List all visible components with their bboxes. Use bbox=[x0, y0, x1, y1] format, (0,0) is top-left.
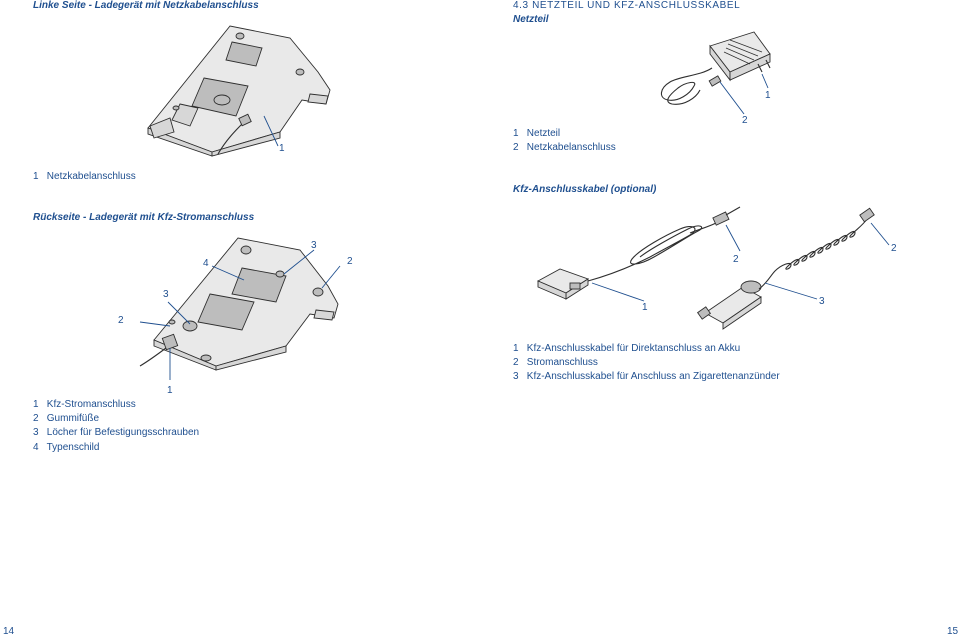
cigarette-lighter-cable-illustration bbox=[696, 207, 890, 330]
callout-line-3b bbox=[167, 301, 191, 325]
heading-back-side-charger: Rückseite - Ladegerät mit Kfz-Stromansch… bbox=[33, 212, 255, 223]
subheading-kfz-cable: Kfz-Anschlusskabel (optional) bbox=[513, 184, 657, 195]
battery-clip-shape bbox=[536, 268, 590, 300]
callout-line-2a bbox=[321, 265, 341, 289]
legend-netzteil: 1 Netzteil 2 Netzkabelanschluss bbox=[513, 127, 616, 155]
callout-netzteil-2: 2 bbox=[742, 115, 748, 126]
power-adapter-illustration bbox=[660, 31, 771, 115]
legend-item: 2 Gummifüße bbox=[33, 413, 100, 425]
callout-kfz-3: 3 bbox=[819, 296, 825, 307]
lighter-plug-shape bbox=[696, 280, 762, 330]
battery-cable-wire bbox=[587, 225, 703, 282]
callout-line-kfz-2a bbox=[725, 224, 741, 252]
charger-back-side-illustration bbox=[139, 237, 341, 380]
callout-line-adapter-1 bbox=[761, 73, 769, 89]
legend-item: 1 Kfz-Stromanschluss bbox=[33, 399, 136, 410]
charger-back-shape bbox=[153, 237, 339, 371]
adapter-cable bbox=[660, 67, 713, 105]
callout-line-kfz-3 bbox=[764, 282, 818, 300]
legend-item: 1 Netzkabelanschluss bbox=[33, 171, 136, 182]
coiled-cable-plug bbox=[859, 207, 875, 223]
charger-left-side-illustration bbox=[147, 25, 331, 157]
callout-line-4 bbox=[211, 265, 245, 281]
legend-item: 2 Netzkabelanschluss bbox=[513, 142, 616, 154]
legend-item: 3 Kfz-Anschlusskabel für Anschluss an Zi… bbox=[513, 371, 780, 383]
legend-item: 4 Typenschild bbox=[33, 441, 100, 453]
callout-kfz-2-left: 2 bbox=[733, 254, 739, 265]
battery-cable-illustration bbox=[536, 206, 741, 302]
section-title: 4.3 Netzteil und Kfz-Anschlusskabel bbox=[513, 0, 741, 11]
legend-item: 3 Löcher für Befestigungsschrauben bbox=[33, 427, 200, 439]
callout-line-3a bbox=[283, 249, 315, 275]
callout-kfz-2-right: 2 bbox=[891, 243, 897, 254]
legend-item: 1 Kfz-Anschlusskabel für Direktanschluss… bbox=[513, 343, 741, 354]
callout-line-2b bbox=[139, 321, 171, 327]
callout-2-right: 2 bbox=[347, 256, 353, 267]
callout-line-1 bbox=[263, 115, 279, 147]
power-adapter-shape bbox=[709, 31, 771, 82]
adapter-plug bbox=[708, 75, 722, 87]
battery-cable-plug bbox=[712, 211, 730, 226]
callout-line-kfz-2b bbox=[870, 222, 890, 246]
heading-left-side-charger: Linke Seite - Ladegerät mit Netzkabelans… bbox=[33, 0, 259, 11]
charger-base-shape bbox=[147, 25, 331, 157]
callout-line-kfz-1 bbox=[591, 282, 645, 302]
coiled-cable bbox=[758, 218, 868, 290]
legend-item: 2 Stromanschluss bbox=[513, 357, 598, 369]
callout-kfz-1: 1 bbox=[642, 302, 648, 313]
legend-kfz: 1 Kfz-Anschlusskabel für Direktanschluss… bbox=[513, 342, 780, 385]
callout-4: 4 bbox=[203, 258, 209, 269]
power-plug bbox=[238, 113, 252, 127]
callout-2-left: 2 bbox=[118, 315, 124, 326]
callout-line-adapter-2 bbox=[719, 81, 745, 115]
subheading-netzteil: Netzteil bbox=[513, 14, 549, 25]
car-power-cable bbox=[139, 347, 167, 367]
legend-top-left: 1 Netzkabelanschluss bbox=[33, 170, 136, 184]
callout-1-bottom: 1 bbox=[167, 385, 173, 396]
legend-item: 1 Netzteil bbox=[513, 128, 561, 139]
callout-3-left: 3 bbox=[163, 289, 169, 300]
page-number-left: 14 bbox=[3, 626, 15, 637]
page-number-right: 15 bbox=[947, 626, 959, 637]
callout-3-top: 3 bbox=[311, 240, 317, 251]
callout-netzteil-1: 1 bbox=[765, 90, 771, 101]
legend-bottom-left: 1 Kfz-Stromanschluss 2 Gummifüße 3 Löche… bbox=[33, 398, 199, 455]
callout-1: 1 bbox=[279, 143, 285, 154]
